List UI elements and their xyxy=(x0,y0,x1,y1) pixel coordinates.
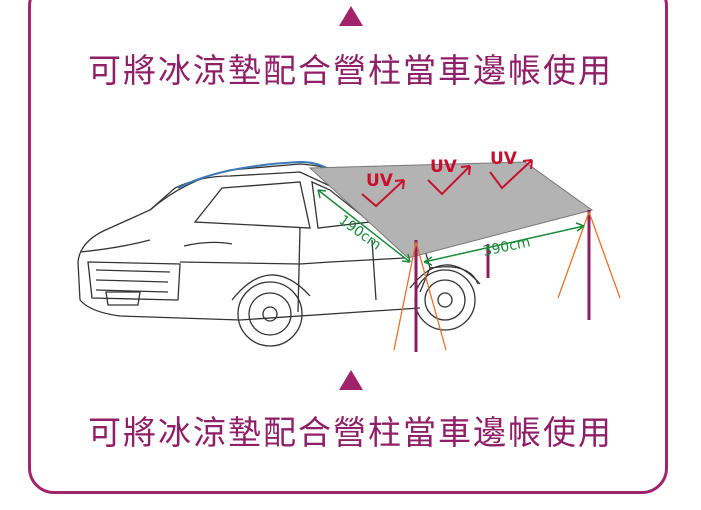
up-arrow-icon xyxy=(339,370,363,390)
up-arrow-icon xyxy=(339,6,363,26)
uv-arrow-3 xyxy=(489,159,533,190)
uv-arrow-1 xyxy=(361,179,405,208)
roof-rail xyxy=(177,160,331,189)
dimension-lines xyxy=(317,189,585,266)
canopy-awning xyxy=(308,161,594,259)
uv-label-1: UV xyxy=(366,171,394,191)
content-frame xyxy=(28,0,668,494)
uv-arrow-2 xyxy=(427,165,471,196)
uv-label-2: UV xyxy=(430,157,458,177)
uv-label-3: UV xyxy=(490,149,518,169)
dimension-label-390: 390cm xyxy=(482,234,532,260)
top-caption: 可將冰涼墊配合營柱當車邊帳使用 xyxy=(88,51,613,90)
bottom-caption: 可將冰涼墊配合營柱當車邊帳使用 xyxy=(88,413,613,452)
